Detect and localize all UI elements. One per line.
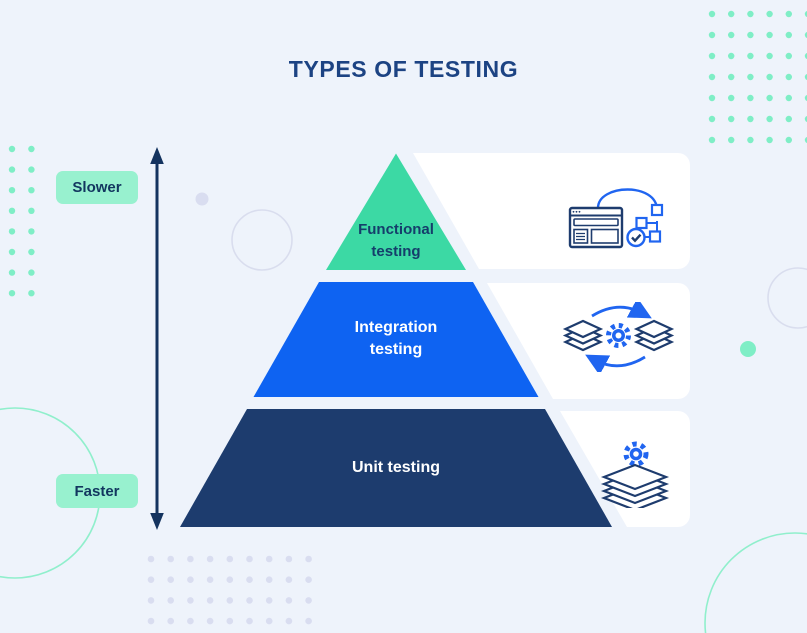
lavender-dot (195, 192, 209, 206)
slower-badge-label: Slower (72, 179, 122, 196)
dot-grid-bottom-center (147, 555, 312, 625)
dot-grid-left (8, 145, 35, 297)
arrowhead-up (150, 147, 164, 164)
page-title: TYPES OF TESTING (288, 56, 519, 82)
pyramid-label-integration: Integration testing (354, 319, 438, 358)
gear-on-layers-icon (600, 441, 670, 508)
pyramid-level-functional (326, 153, 466, 270)
pyramid-level-integration (253, 282, 539, 397)
pyramid-label-unit: Unit testing (352, 459, 440, 476)
lavender-circle-outline-right (767, 267, 807, 329)
gear-icon (606, 323, 631, 348)
mint-circle-outline-bottom-right (704, 532, 807, 633)
layers-sync-gear-icon (562, 302, 675, 372)
lavender-circle-outline (231, 209, 293, 271)
mint-dot (740, 341, 756, 357)
dot-grid-top-right (708, 10, 807, 144)
pyramid-label-functional: Functional testing (358, 221, 434, 260)
layer-stack-right (633, 319, 675, 352)
layer-stack (600, 463, 670, 508)
faster-badge-label: Faster (74, 482, 120, 500)
layer-stack-left (562, 319, 604, 352)
speed-axis-arrow (150, 147, 164, 530)
arrowhead-down (150, 513, 164, 530)
browser-workflow-check-icon (568, 188, 664, 249)
slower-badge: Slower (56, 171, 138, 204)
gear-icon (623, 441, 649, 467)
faster-badge: Faster (56, 474, 138, 508)
pyramid-level-unit (180, 409, 612, 527)
